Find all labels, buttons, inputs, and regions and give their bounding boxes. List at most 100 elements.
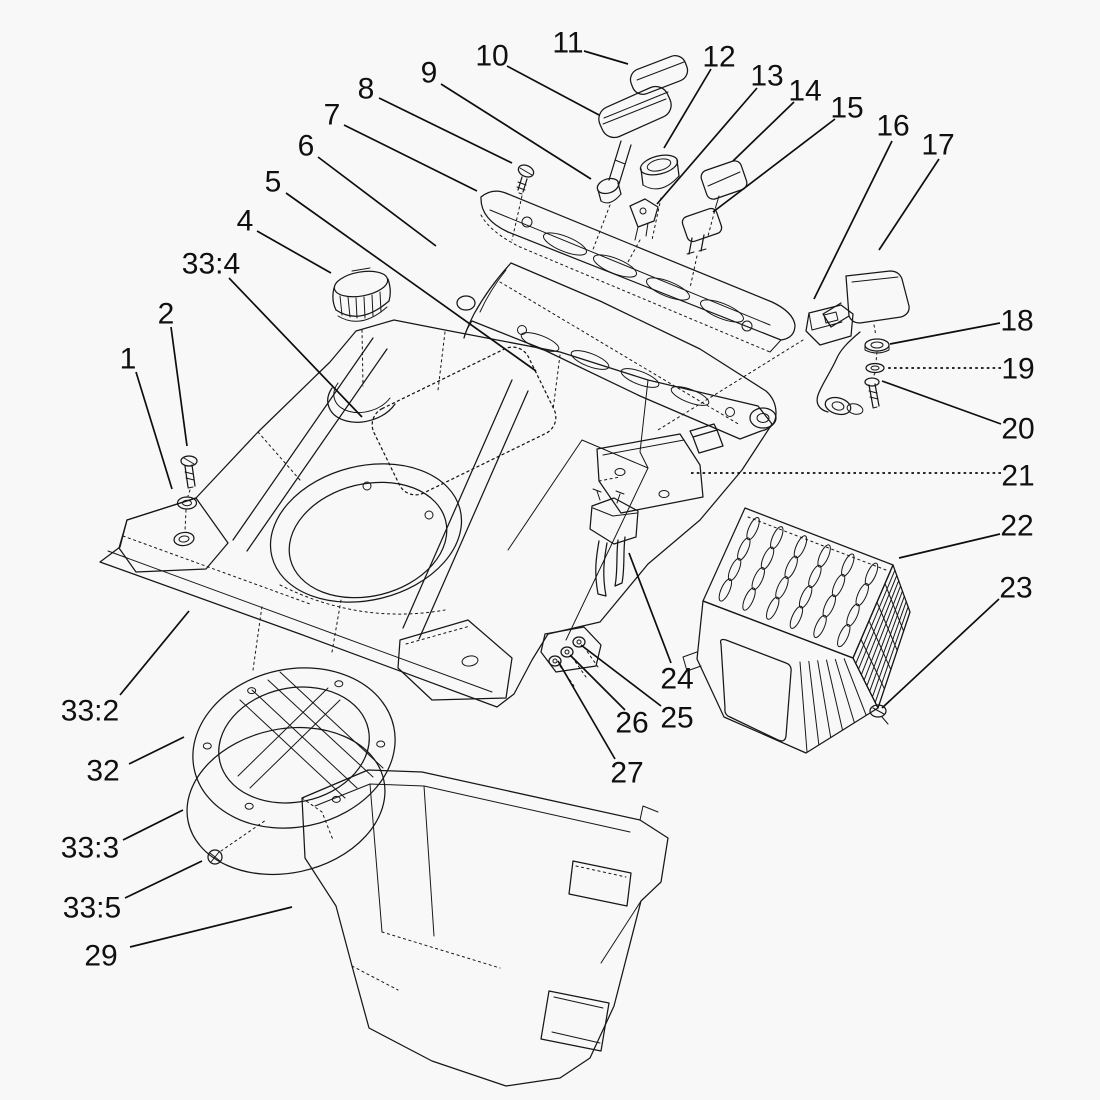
key-switch-drawing — [657, 270, 910, 431]
vent-slot — [837, 623, 851, 648]
leader-line-33:5 — [124, 860, 203, 899]
leader-line-26 — [569, 654, 626, 711]
vent-slot — [841, 553, 855, 577]
hatch-line — [860, 638, 885, 690]
leader-line-13 — [656, 87, 758, 205]
callout-2: 2 — [158, 298, 175, 331]
vent-slot — [855, 583, 869, 607]
leader-line-1 — [135, 371, 173, 490]
callout-20: 20 — [1001, 413, 1034, 446]
leader-line-25 — [580, 644, 662, 707]
mesh-hatch — [799, 564, 911, 753]
callout-12: 12 — [702, 41, 735, 74]
callout-27: 27 — [610, 757, 643, 790]
callout-4: 4 — [237, 205, 254, 238]
callout-24: 24 — [660, 663, 693, 696]
ring-bolt-hole — [376, 740, 386, 748]
hatch-line — [852, 564, 894, 659]
callout-22: 22 — [1000, 510, 1033, 543]
lower-housing-drawing — [301, 769, 669, 1087]
hatch-line — [863, 585, 902, 681]
leader-line-32 — [128, 736, 185, 765]
leader-line-2 — [170, 326, 188, 447]
callout-7: 7 — [324, 99, 341, 132]
leader-line-6 — [317, 156, 437, 247]
engine-cover-drawing — [682, 507, 911, 754]
callout-19: 19 — [1001, 353, 1034, 386]
leader-line-18 — [889, 322, 1001, 345]
vent-slot — [746, 516, 760, 541]
vent-slot — [808, 564, 822, 588]
wire-connector-drawing — [589, 488, 639, 597]
corner-bracket-screws-drawing — [540, 626, 602, 687]
callout-10: 10 — [475, 40, 508, 73]
leader-line-12 — [663, 68, 712, 149]
leader-line-5 — [285, 192, 537, 372]
dash-panel-lower-drawing — [456, 262, 777, 440]
callout-8: 8 — [358, 73, 375, 106]
ring-bolt-hole — [202, 742, 212, 750]
hatch-line — [874, 606, 909, 703]
vent-slot — [766, 596, 780, 620]
hatch-line — [799, 661, 808, 753]
fuel-cap-drawing — [332, 267, 391, 387]
leader-line-20 — [881, 380, 1002, 425]
leader-line-15 — [712, 118, 836, 213]
dash-panel-upper-drawing — [480, 190, 796, 353]
callout-33:2: 33:2 — [61, 695, 119, 728]
callout-33:3: 33:3 — [61, 832, 119, 865]
hatch-line — [877, 611, 911, 709]
vent-slot — [727, 557, 742, 582]
callout-32: 32 — [86, 755, 119, 788]
callout-17: 17 — [921, 129, 954, 162]
callout-15: 15 — [830, 92, 863, 125]
ring-bolt-hole — [334, 680, 344, 688]
hatch-line — [858, 574, 898, 670]
leader-line-16 — [813, 140, 893, 300]
bracket-plate-drawing — [596, 433, 704, 514]
control-knobs-drawing — [511, 55, 748, 289]
leader-line-33:3 — [122, 809, 184, 841]
vent-slot — [718, 578, 733, 602]
vent-slot — [760, 546, 775, 570]
callout-33:5: 33:5 — [63, 892, 121, 925]
vent-slot — [864, 562, 879, 586]
leader-line-7 — [343, 124, 478, 192]
ring-bolt-hole — [247, 687, 257, 695]
callout-18: 18 — [1000, 305, 1033, 338]
callout-23: 23 — [999, 572, 1032, 605]
leader-line-23 — [881, 598, 1000, 709]
callout-1: 1 — [120, 343, 137, 376]
ring-flange-drawing — [186, 667, 396, 876]
vent-slot — [784, 555, 798, 579]
vent-slots — [718, 516, 879, 648]
callout-16: 16 — [876, 110, 909, 143]
callout-29: 29 — [84, 940, 117, 973]
hatch-line — [834, 658, 855, 724]
hatch-line — [817, 660, 832, 738]
vent-slot — [831, 573, 846, 598]
leader-line-10 — [506, 65, 600, 116]
vent-slot — [846, 603, 860, 627]
hatch-line — [860, 580, 900, 676]
hatch-line — [869, 595, 905, 692]
callout-9: 9 — [421, 57, 438, 90]
callout-6: 6 — [298, 130, 315, 163]
vent-slot — [798, 585, 813, 609]
hatch-line — [826, 659, 843, 731]
mount-screws-left — [176, 455, 198, 532]
vent-slot — [737, 537, 751, 561]
callout-26: 26 — [615, 707, 648, 740]
cowl-drawing — [99, 319, 777, 708]
leader-line-33:2 — [119, 610, 190, 696]
leader-line-22 — [898, 533, 1001, 559]
vent-slot — [789, 605, 804, 629]
leader-line-17 — [878, 158, 940, 251]
hatch-line — [855, 569, 896, 665]
leader-line-24 — [628, 552, 672, 664]
leader-line-33:4 — [228, 277, 363, 418]
vent-slot — [742, 587, 756, 611]
